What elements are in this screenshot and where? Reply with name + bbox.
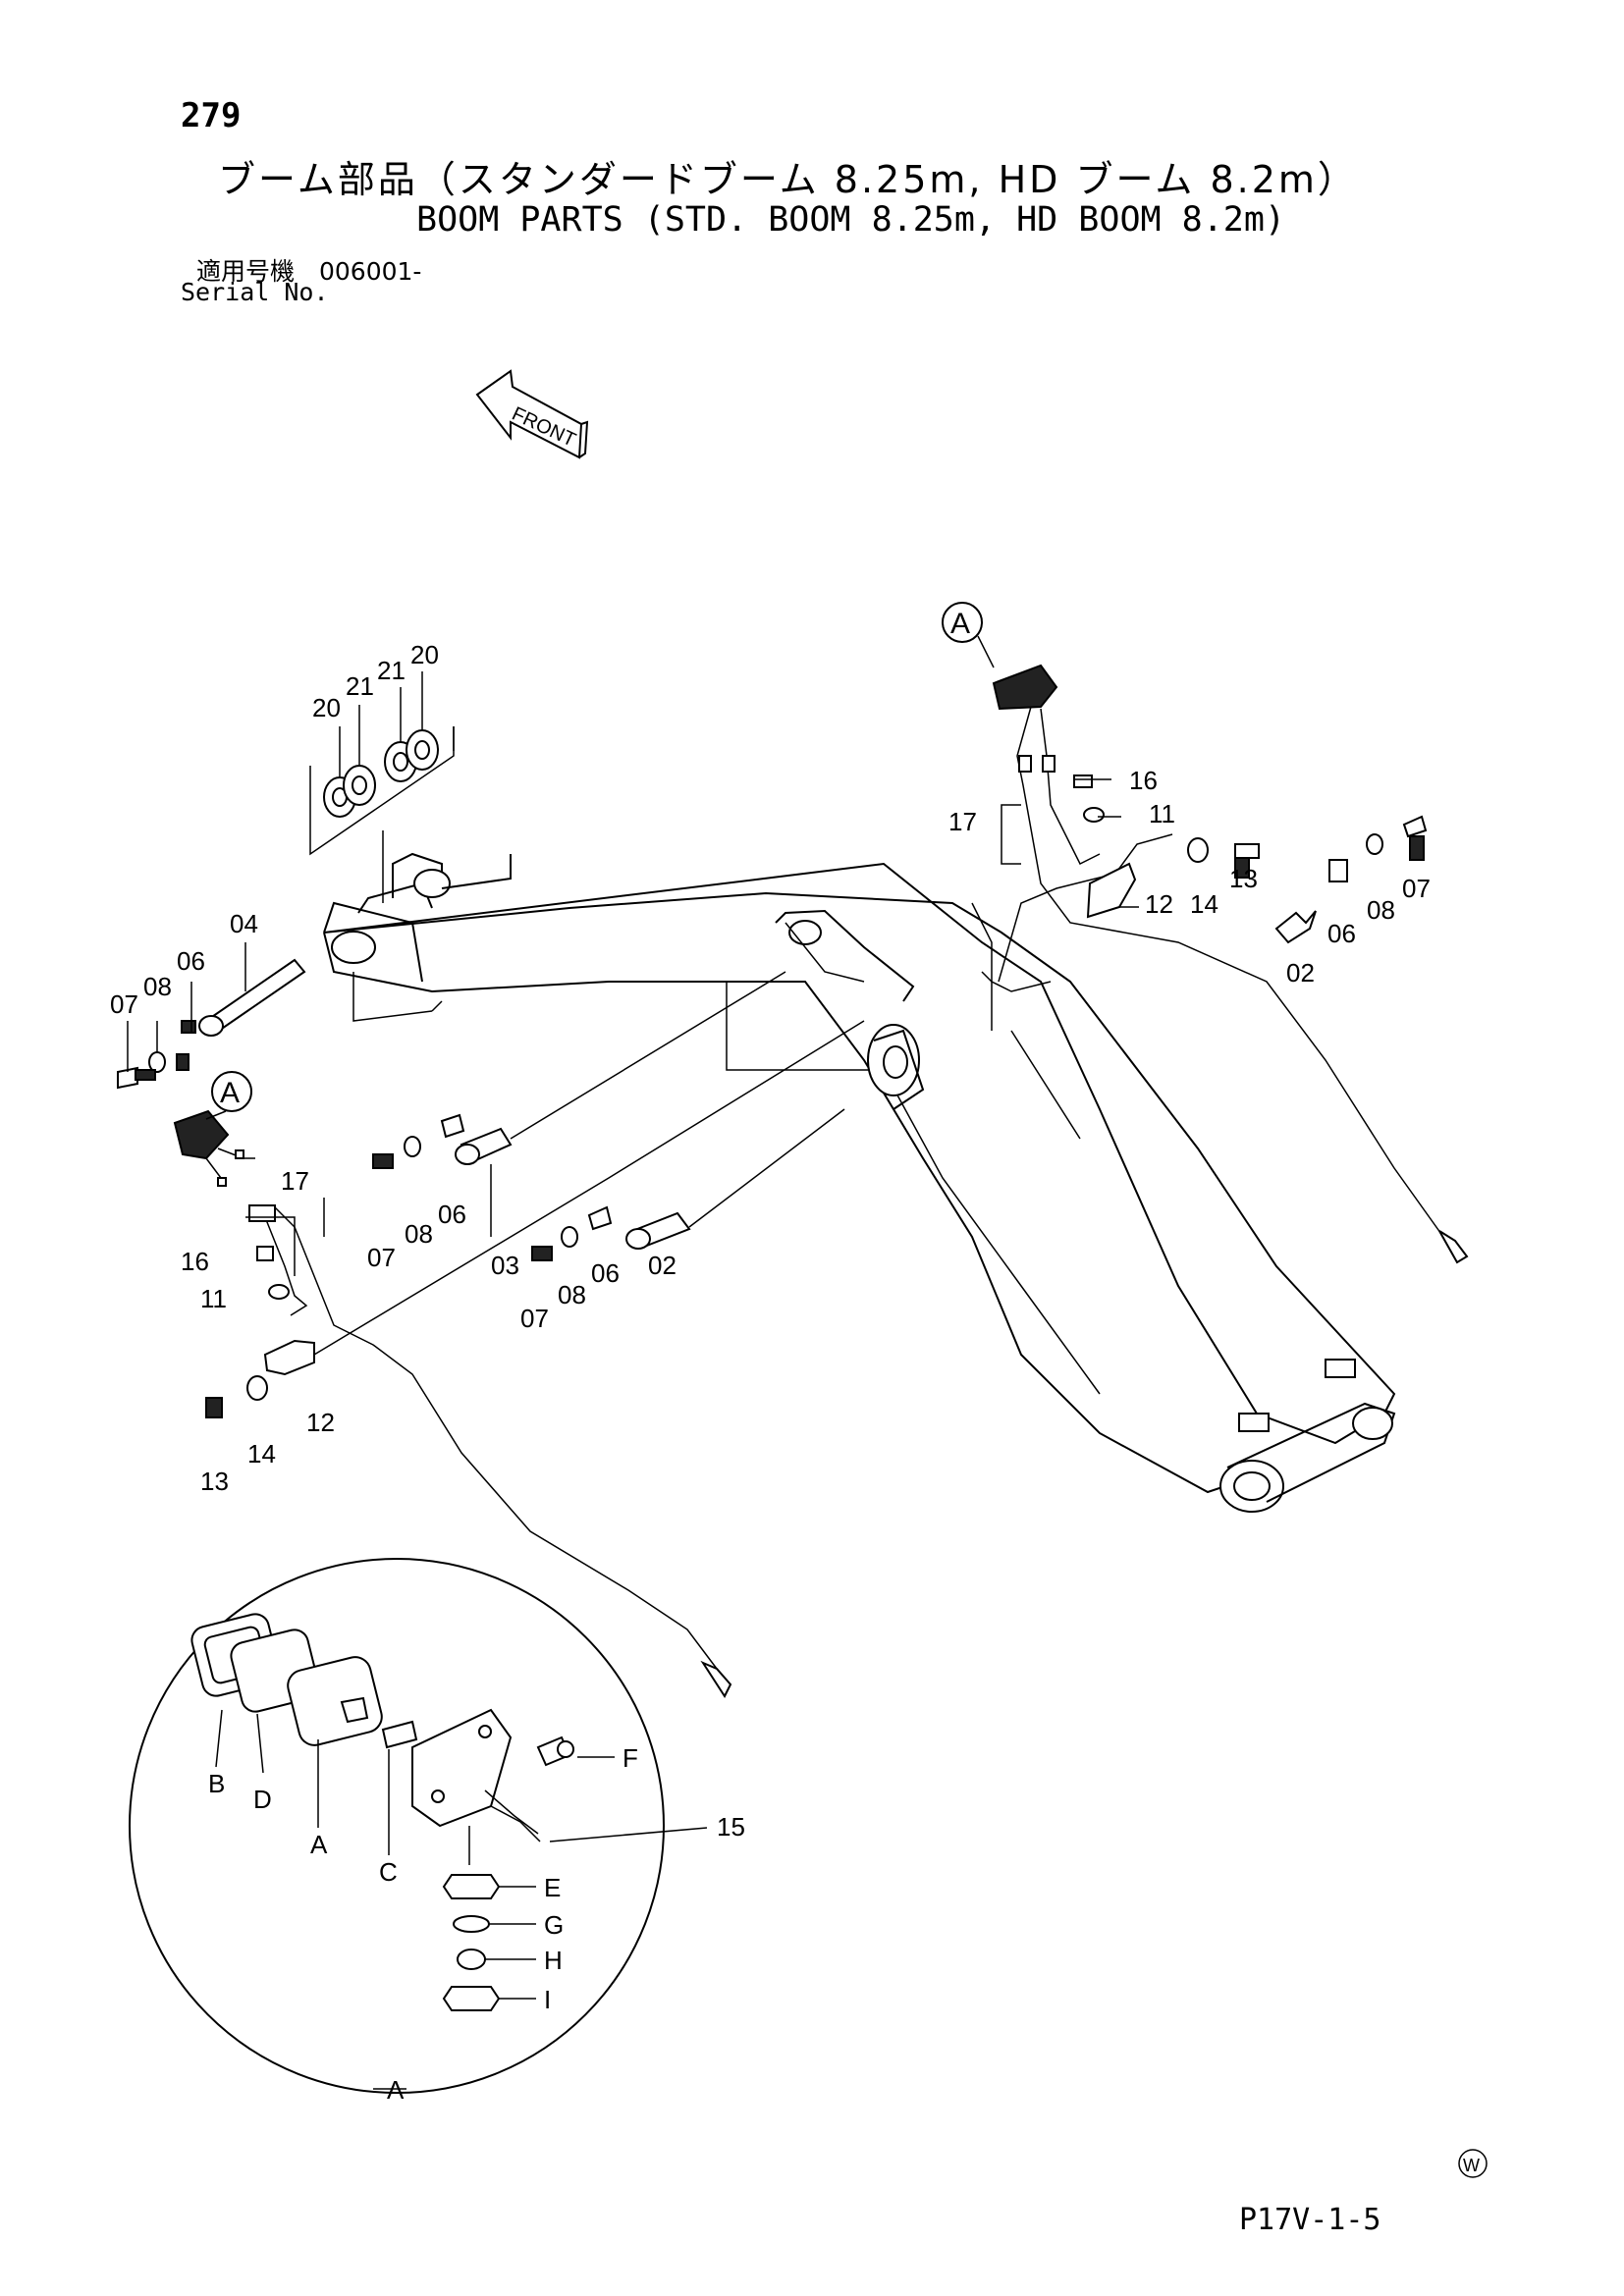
callout-a-top: A <box>942 602 995 668</box>
label-12: 12 <box>306 1408 335 1437</box>
page-code: P17V-1-5 <box>1239 2203 1381 2237</box>
pin-04-assembly <box>117 942 306 1090</box>
front-arrow: FRONT <box>475 369 589 459</box>
detail-label-e: E <box>544 1873 561 1902</box>
detail-label-f: F <box>623 1743 638 1773</box>
callout-a-left-label: A <box>220 1077 240 1109</box>
label-14: 14 <box>1190 889 1218 919</box>
page-title-english: BOOM PARTS (STD. BOOM 8.25m, HD BOOM 8.2… <box>416 200 1286 240</box>
washer-group-20-21 <box>309 671 455 903</box>
front-label: FRONT <box>509 403 579 452</box>
left-lamp-assembly <box>173 1020 865 1699</box>
label-07: 07 <box>367 1243 396 1272</box>
detail-label-c: C <box>379 1857 398 1887</box>
detail-label-i: I <box>544 1985 551 2014</box>
page-title-japanese: ブーム部品（スタンダードブーム 8.25m, HD ブーム 8.2m） <box>218 158 1358 201</box>
label-02: 02 <box>1286 958 1315 988</box>
label-03: 03 <box>491 1251 519 1280</box>
part-number-labels: 20 21 21 20 04 06 08 07 16 11 17 12 14 1… <box>110 640 1431 2105</box>
serial-label-japanese: 適用号機 006001- <box>196 257 422 286</box>
label-12: 12 <box>1145 889 1173 919</box>
label-07: 07 <box>1402 874 1431 903</box>
label-11: 11 <box>200 1284 227 1313</box>
label-11: 11 <box>1149 799 1175 828</box>
label-06: 06 <box>591 1258 620 1288</box>
label-06: 06 <box>438 1200 466 1229</box>
label-13: 13 <box>1229 864 1258 893</box>
label-07: 07 <box>520 1304 549 1333</box>
detail-label-15: 15 <box>717 1812 745 1842</box>
callout-a-left: A <box>205 1071 252 1120</box>
pin-02-assembly <box>531 1108 845 1261</box>
label-21: 21 <box>377 656 406 685</box>
detail-label-g: G <box>544 1910 564 1940</box>
label-08: 08 <box>405 1219 433 1249</box>
page-number: 279 <box>181 96 242 135</box>
label-16: 16 <box>1129 766 1158 795</box>
detail-label-b: B <box>208 1769 225 1798</box>
serial-label-english: Serial No. <box>181 278 329 306</box>
pin-03-assembly <box>372 971 786 1237</box>
label-20: 20 <box>312 693 341 722</box>
label-06: 06 <box>177 946 205 976</box>
label-14: 14 <box>247 1439 276 1468</box>
watermark-logo: W <box>1458 2149 1488 2178</box>
label-02: 02 <box>648 1251 677 1280</box>
detail-label-h: H <box>544 1946 563 1975</box>
label-17: 17 <box>948 807 977 836</box>
label-17: 17 <box>281 1166 309 1196</box>
callout-a-top-label: A <box>950 608 970 640</box>
right-lamp-assembly <box>992 664 1469 1264</box>
detail-view-label: A <box>387 2075 405 2105</box>
label-08: 08 <box>1367 895 1395 925</box>
label-16: 16 <box>181 1247 209 1276</box>
label-04: 04 <box>230 909 258 938</box>
watermark-letter: W <box>1463 2156 1480 2175</box>
label-07: 07 <box>110 989 138 1019</box>
label-08: 08 <box>558 1280 586 1309</box>
label-21: 21 <box>346 671 374 701</box>
label-13: 13 <box>200 1467 229 1496</box>
detail-label-d: D <box>253 1785 272 1814</box>
label-20: 20 <box>410 640 439 669</box>
detail-view-a <box>129 1558 708 2094</box>
label-08: 08 <box>143 972 172 1001</box>
label-06: 06 <box>1327 919 1356 948</box>
detail-label-a: A <box>310 1830 328 1859</box>
boom-body <box>323 852 1396 1513</box>
